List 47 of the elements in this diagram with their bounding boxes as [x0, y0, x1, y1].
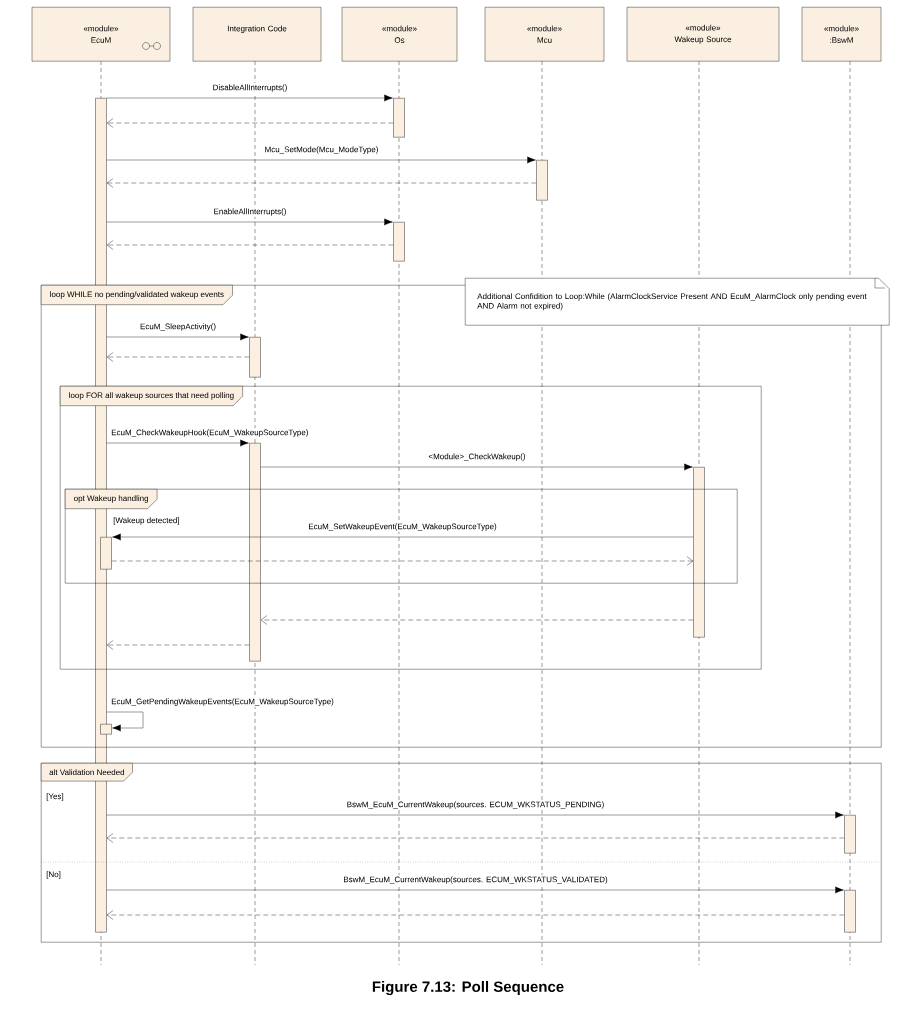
message-arrow	[106, 439, 249, 447]
activation-bar	[249, 443, 261, 662]
return-arrow	[106, 833, 845, 843]
message-arrow	[106, 811, 844, 819]
message-arrow	[112, 533, 694, 541]
return-arrow	[260, 615, 694, 625]
return-arrow	[106, 640, 250, 650]
message-arrow	[106, 886, 844, 894]
message-label: BswM_EcuM_CurrentWakeup(sources. ECUM_WKSTATUS_VALIDATED)	[342, 875, 609, 885]
message-arrow	[260, 463, 693, 471]
activation-bar	[100, 537, 112, 570]
activation-bar	[693, 467, 705, 638]
activation-bar	[393, 222, 405, 262]
return-arrow	[106, 352, 250, 362]
lifeline-header: «module» Os	[341, 7, 458, 62]
message-label: EnableAllInterrupts()	[212, 207, 288, 217]
activation-bar	[393, 98, 405, 138]
activation-bar	[100, 724, 112, 735]
return-arrow	[106, 240, 394, 250]
return-arrow	[106, 910, 845, 920]
lifeline-header: «module» Wakeup Source	[626, 7, 780, 62]
activation-bar	[844, 890, 856, 933]
message-label: BswM_EcuM_CurrentWakeup(sources. ECUM_WKSTATUS_PENDING)	[345, 800, 606, 810]
return-arrow	[106, 118, 394, 128]
lifeline-header: «module» :BswM	[801, 7, 882, 62]
lifeline-header: «module» Mcu	[484, 7, 605, 62]
lifeline-header: Integration Code	[192, 7, 322, 62]
message-label: EcuM_SetWakeupEvent(EcuM_WakeupSourceType)	[307, 522, 498, 532]
message-label: <Module>_CheckWakeup()	[427, 452, 527, 462]
lifeline-header: «module» EcuM	[31, 7, 171, 62]
activation-bar	[536, 160, 548, 201]
message-label: DisableAllInterrupts()	[211, 83, 289, 93]
activation-bar	[249, 337, 261, 378]
message-label: EcuM_CheckWakeupHook(EcuM_WakeupSourceType)	[110, 428, 310, 438]
note: Additional Confidition to Loop:While (AlarmClockService Present AND EcuM_AlarmClock only pending event AND Alarm not expired)	[465, 277, 890, 326]
message-label: Mcu_SetMode(Mcu_ModeType)	[263, 145, 380, 155]
message-label: EcuM_SleepActivity()	[139, 322, 217, 332]
figure-caption: Figure 7.13: Poll Sequence	[372, 981, 564, 996]
message-arrow	[106, 156, 536, 164]
message-arrow	[106, 333, 249, 341]
message-arrow	[106, 94, 393, 102]
return-arrow	[111, 556, 694, 566]
return-arrow	[106, 178, 537, 188]
message-label: EcuM_GetPendingWakeupEvents(EcuM_WakeupSourceType)	[110, 697, 335, 707]
activation-bar	[844, 815, 856, 854]
message-arrow	[106, 218, 393, 226]
self-message-arrow	[106, 711, 144, 732]
